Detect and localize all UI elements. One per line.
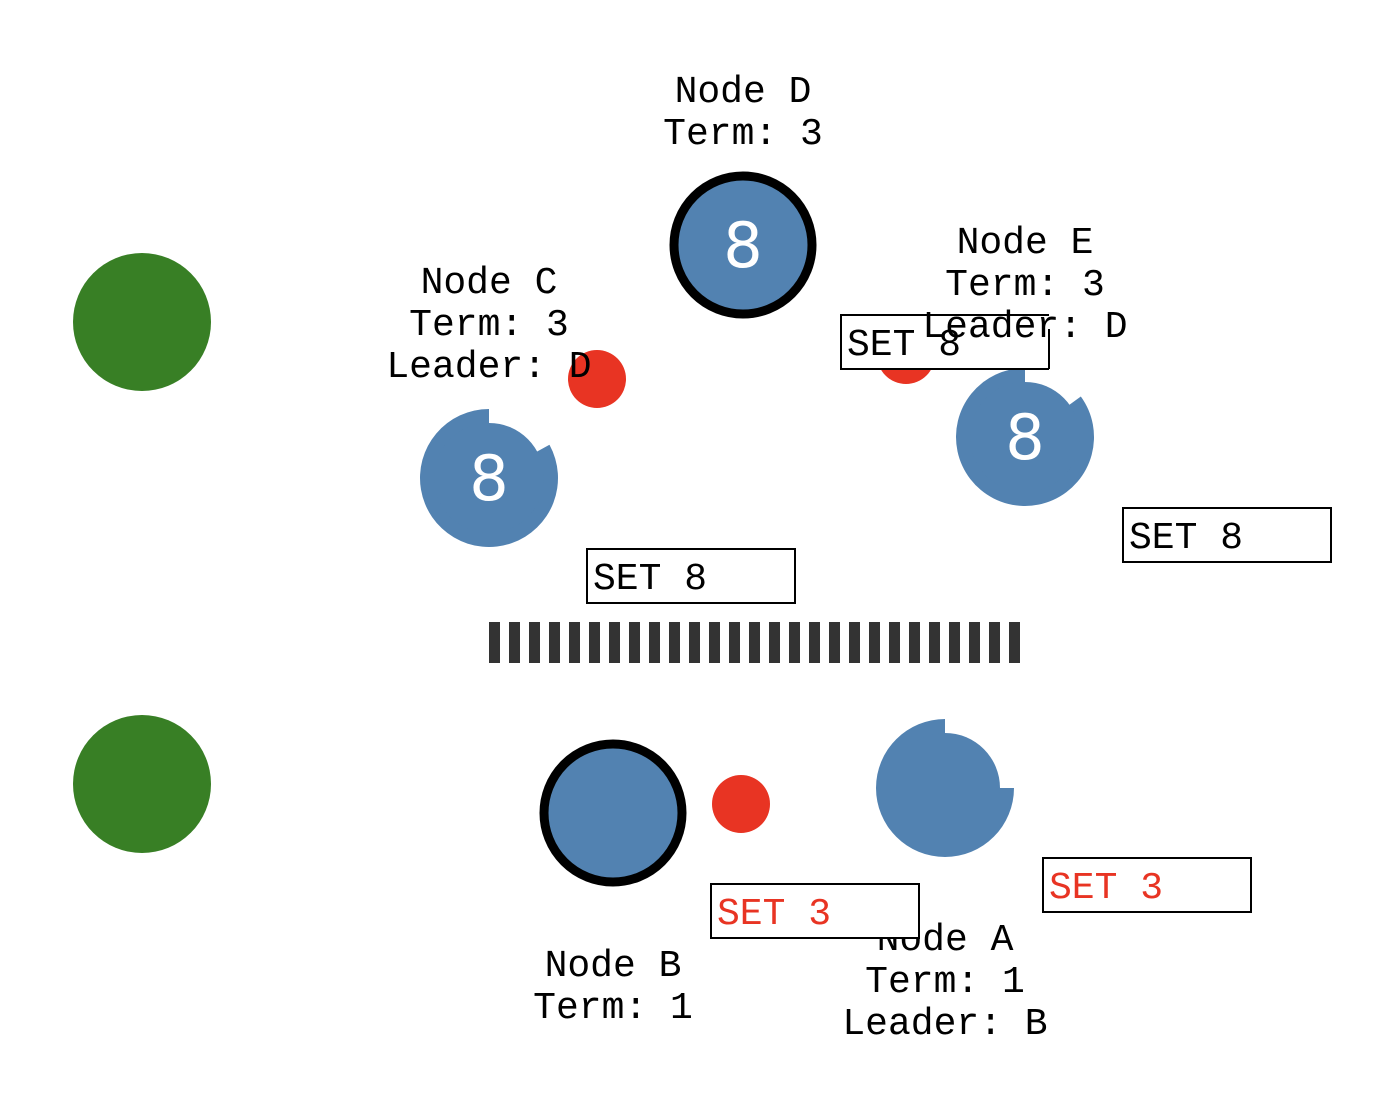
node-label-line: Node E	[957, 222, 1094, 265]
log-entry-border	[840, 314, 1049, 370]
log-entry-box	[586, 548, 796, 604]
leader-node-circle	[539, 739, 687, 887]
node-label-line: Term: 3	[945, 264, 1105, 307]
log-entry-text: SET 8	[847, 324, 961, 367]
log-entry-text: SET 8	[1129, 517, 1243, 560]
partition-bar	[729, 622, 740, 663]
follower-node-circle	[434, 423, 544, 533]
log-entry-text: SET 8	[593, 558, 707, 601]
log-entry-text: SET 3	[1049, 867, 1163, 910]
node-value: 8	[469, 442, 508, 515]
node-label-line: Node D	[675, 71, 812, 114]
partition-bar	[669, 622, 680, 663]
log-entry-b: SET 3	[710, 883, 920, 939]
node-value: 8	[1005, 401, 1044, 474]
log-entry-e: SET 8	[1122, 507, 1332, 563]
log-entry-text: SET 3	[717, 893, 831, 936]
partition-bar	[789, 622, 800, 663]
log-entry-box	[710, 883, 920, 939]
node-label-line: Term: 3	[409, 304, 569, 347]
network-partition	[489, 622, 1020, 663]
partition-bar	[589, 622, 600, 663]
node-label-line: Term: 1	[533, 987, 693, 1030]
node-b[interactable]	[539, 739, 687, 887]
partition-bar	[829, 622, 840, 663]
partition-bar	[549, 622, 560, 663]
node-label-line: Term: 3	[663, 113, 823, 156]
node-value: 8	[723, 209, 762, 282]
client-1	[73, 253, 211, 391]
node-label-line: Leader: D	[386, 346, 591, 389]
node-label-line: Leader: D	[922, 306, 1127, 349]
partition-bar	[489, 622, 500, 663]
partition-bar	[509, 622, 520, 663]
log-entry-box	[1122, 507, 1332, 563]
partition-bar	[989, 622, 1000, 663]
follower-node-circle	[890, 733, 1000, 843]
partition-bar	[949, 622, 960, 663]
node-e[interactable]: 8	[956, 368, 1094, 506]
partition-bar	[569, 622, 580, 663]
node-label-line: Term: 1	[865, 961, 1025, 1004]
leader-node-circle	[669, 171, 817, 319]
clients	[73, 253, 211, 853]
node-d[interactable]: 8	[669, 171, 817, 319]
partition-bar	[609, 622, 620, 663]
node-label-line: Leader: B	[842, 1003, 1047, 1046]
nodes: 8 8 8	[419, 171, 1094, 887]
partition-bar	[769, 622, 780, 663]
node-label-line: Node B	[545, 945, 682, 988]
follower-node-circle	[970, 382, 1080, 492]
partition-bar	[869, 622, 880, 663]
partition-bar	[749, 622, 760, 663]
partition-bar	[709, 622, 720, 663]
partition-bar	[629, 622, 640, 663]
log-entries: SET 8 SET 8 SET 8 SET 3 SET 3	[586, 314, 1332, 939]
message-c	[568, 350, 626, 408]
log-entry-c: SET 8	[586, 548, 796, 604]
partition-bar	[649, 622, 660, 663]
partition-bar	[809, 622, 820, 663]
partition-bar	[969, 622, 980, 663]
node-a[interactable]	[876, 719, 1014, 857]
log-entry-box	[841, 315, 1049, 369]
partition-bar	[929, 622, 940, 663]
log-entry-box	[1042, 857, 1252, 913]
message-b	[712, 775, 770, 833]
partition-bar	[529, 622, 540, 663]
partition-bar	[1009, 622, 1020, 663]
client-2	[73, 715, 211, 853]
partition-bar	[689, 622, 700, 663]
partition-bar	[909, 622, 920, 663]
partition-bar	[849, 622, 860, 663]
log-entry-a: SET 3	[1042, 857, 1252, 913]
log-entry-e: SET 8	[840, 314, 1050, 370]
partition-bar	[889, 622, 900, 663]
node-label-line: Node C	[421, 262, 558, 305]
node-c[interactable]: 8	[419, 409, 558, 548]
